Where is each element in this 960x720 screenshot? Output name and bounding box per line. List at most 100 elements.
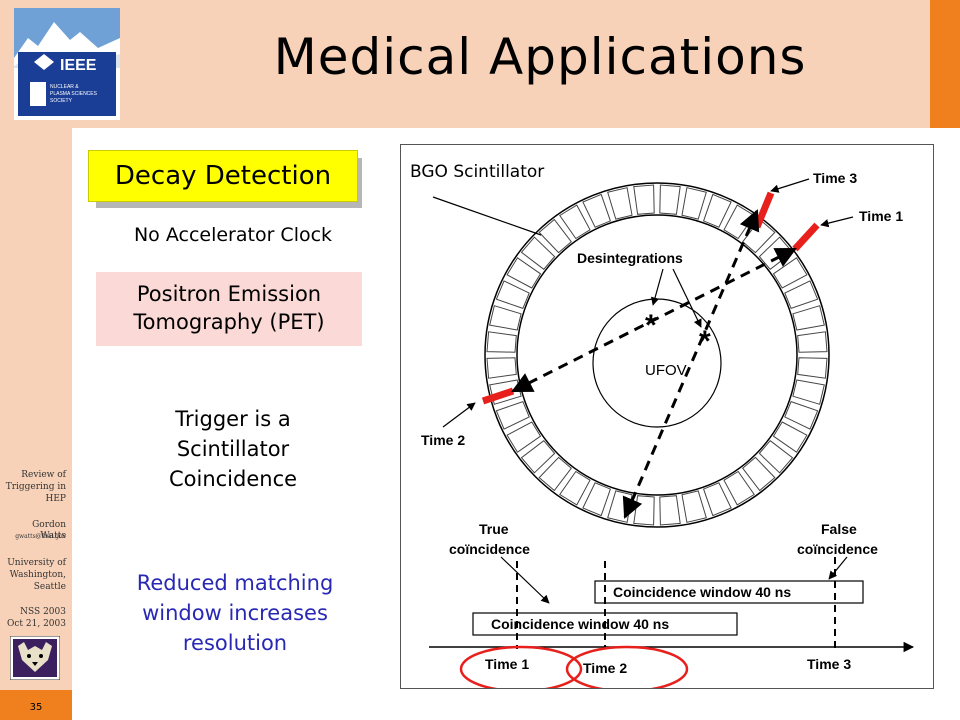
axis-time2-label: Time 2 [583, 660, 627, 676]
side-meta-line3: HEP [45, 494, 66, 504]
coincidence-window-true-label: Coincidence window 40 ns [491, 616, 669, 632]
scintillator-crystal [792, 379, 825, 405]
side-meta-inst3: Seattle [33, 582, 66, 592]
scintillator-crystal [792, 305, 825, 331]
svg-text:IEEE: IEEE [60, 57, 97, 74]
scintillator-crystal [797, 357, 828, 379]
scintillator-crystal [582, 482, 612, 517]
page-number: 35 [29, 702, 43, 713]
scintillator-crystal [659, 184, 681, 215]
time1-highlight [459, 645, 583, 688]
scintillator-crystal [702, 193, 732, 228]
desintegration-arrow-2 [672, 268, 702, 328]
reduced-line3: resolution [182, 631, 288, 655]
coincidence-window-false [594, 580, 864, 604]
side-meta-line1: Review of [21, 470, 66, 480]
header-band [0, 0, 932, 128]
true-coincidence-arrow [500, 556, 550, 604]
scintillator-crystal [495, 280, 530, 310]
side-meta-date: Oct 21, 2003 [7, 619, 66, 629]
scintillator-crystal [495, 400, 530, 430]
reduced-line2: window increases [142, 601, 328, 625]
scintillator-ring-outer [484, 182, 830, 528]
side-meta-conf: NSS 2003 [20, 607, 66, 617]
scintillator-crystal [520, 440, 556, 474]
decay-star-2: * [699, 325, 711, 358]
side-meta-inst1: University of [7, 558, 66, 568]
trigger-text: Trigger is a Scintillator Coincidence [120, 404, 346, 494]
scintillator-crystal [758, 440, 794, 474]
time2-label: Time 2 [421, 432, 465, 448]
true-coincidence-line1: True [479, 521, 509, 537]
false-coincidence-arrow [828, 556, 848, 580]
decay-star-1: * [645, 309, 657, 342]
false-coincidence-line1: False [821, 521, 857, 537]
trigger-line3: Coincidence [168, 467, 298, 491]
reduced-line1: Reduced matching [136, 571, 334, 595]
scintillator-ring [486, 184, 828, 526]
scintillator-crystal [538, 218, 572, 254]
hit-crystal-time1 [792, 222, 820, 252]
side-meta-line2: Triggering in [5, 482, 66, 492]
scintillator-crystal [784, 400, 819, 430]
true-coincidence-line2: coïncidence [449, 541, 530, 557]
left-sidebar-strip [0, 0, 72, 720]
svg-text:NUCLEAR &: NUCLEAR & [50, 84, 79, 90]
scintillator-crystal [681, 490, 707, 523]
time3-arrow [770, 178, 810, 193]
scintillator-crystal [607, 490, 633, 523]
line-of-response-2 [622, 209, 760, 519]
time1-label: Time 1 [859, 208, 903, 224]
pet-line2: Tomography (PET) [133, 310, 325, 334]
scintillator-crystal [607, 187, 633, 220]
slide-title: Medical Applications [273, 28, 807, 86]
page-number-box [0, 690, 72, 720]
scintillator-crystal [633, 495, 655, 526]
pet-line1: Positron Emission [136, 282, 322, 306]
desintegrations-label: Desintegrations [577, 250, 683, 266]
pet-box: Positron Emission Tomography (PET) [96, 272, 362, 346]
scintillator-crystal [489, 305, 522, 331]
scintillator-crystal [582, 193, 612, 228]
hit-crystal-time2 [481, 387, 515, 405]
time1-arrow [820, 216, 854, 228]
desintegration-arrow-1 [650, 268, 664, 306]
side-meta-email: gwatts@fnal.gov [15, 533, 66, 540]
scintillator-crystal [702, 482, 732, 517]
hit-crystal-time3 [753, 191, 775, 229]
scintillator-crystal [659, 495, 681, 526]
time2-highlight [565, 645, 689, 688]
scintillator-crystal [506, 421, 542, 453]
scintillator-crystal [797, 331, 828, 353]
time2-arrow [442, 402, 476, 428]
side-meta-author: Gordon Watts [32, 520, 66, 541]
time3-label: Time 3 [813, 170, 857, 186]
ufov-label: UFOV [645, 362, 687, 379]
svg-text:PLASMA SCIENCES: PLASMA SCIENCES [50, 91, 98, 97]
scintillator-crystal [559, 470, 591, 506]
scintillator-crystal [633, 184, 655, 215]
no-accelerator-clock-text: No Accelerator Clock [133, 224, 333, 246]
svg-text:SOCIETY: SOCIETY [50, 98, 73, 104]
ieee-nps-logo: IEEE NUCLEAR & PLASMA SCIENCES SOCIETY [14, 8, 120, 120]
uw-husky-logo [9, 635, 61, 681]
scintillator-crystal [486, 357, 517, 379]
scintillator-crystal [559, 204, 591, 240]
reduced-window-text: Reduced matching window increases resolu… [100, 568, 370, 658]
scintillator-crystal [538, 456, 572, 492]
scintillator-crystal [681, 187, 707, 220]
pet-diagram: Time 3 Time 1 Time 2 Desintegrations * *… [400, 144, 934, 689]
scintillator-crystal [486, 331, 517, 353]
scintillator-crystal [784, 280, 819, 310]
bgo-pointer [432, 196, 542, 236]
decay-detection-label: Decay Detection [88, 150, 358, 202]
coincidence-window-false-label: Coincidence window 40 ns [613, 584, 791, 600]
bgo-scintillator-label: BGO Scintillator [410, 162, 545, 182]
false-coincidence-line2: coïncidence [797, 541, 878, 557]
side-meta-inst2: Washington, [9, 570, 66, 580]
axis-time3-label: Time 3 [807, 656, 851, 672]
trigger-line1: Trigger is a [175, 407, 291, 431]
axis-time1-label: Time 1 [485, 656, 529, 672]
scintillator-crystal [772, 421, 808, 453]
header-accent-bar [930, 0, 960, 130]
